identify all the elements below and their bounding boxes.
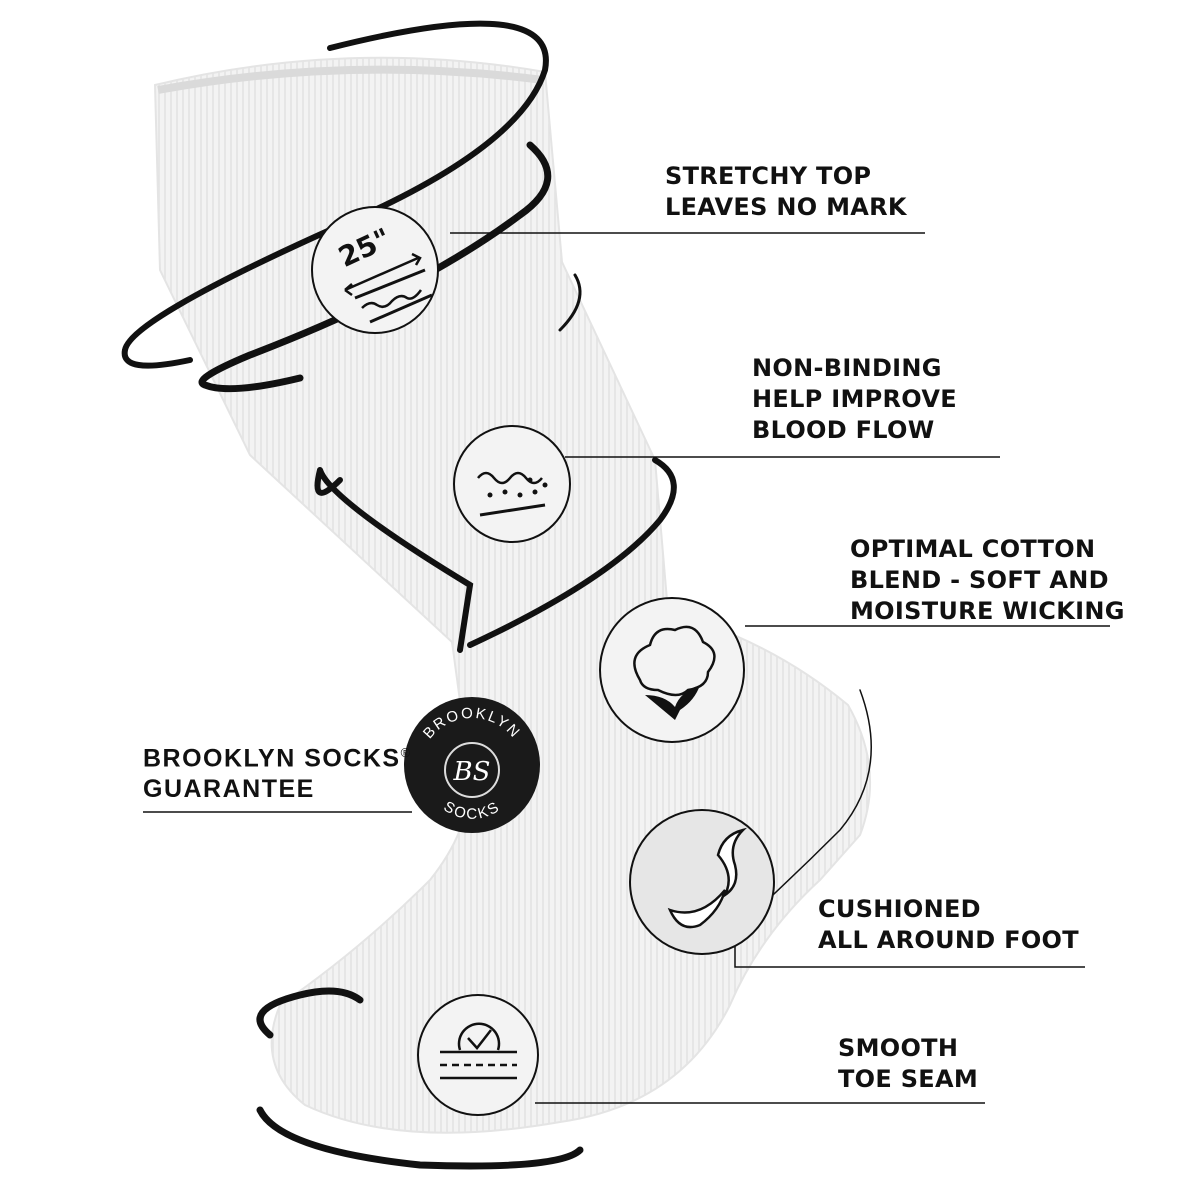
feature-cushioned: CUSHIONED ALL AROUND FOOT [818, 894, 1079, 956]
stretch-25-inch-icon: 25" [311, 206, 439, 334]
feature-line: HELP IMPROVE [752, 385, 957, 413]
smooth-seam-check-icon [417, 994, 539, 1116]
feature-line: CUSHIONED [818, 895, 981, 923]
cushion-icon [629, 809, 775, 955]
feature-stretchy-top: STRETCHY TOP LEAVES NO MARK [665, 161, 907, 223]
feature-line: LEAVES NO MARK [665, 193, 907, 221]
feature-line: TOE SEAM [838, 1065, 979, 1093]
logo-monogram: BS [453, 757, 491, 787]
feature-non-binding: NON-BINDING HELP IMPROVE BLOOD FLOW [752, 353, 957, 446]
callout-lines [143, 232, 1110, 1104]
feature-line: SMOOTH [838, 1034, 959, 1062]
guarantee-label: BROOKLYN SOCKS® GUARANTEE [143, 737, 412, 805]
feature-line: BLEND - SOFT AND [850, 566, 1109, 594]
circulation-wave-icon [453, 425, 571, 543]
trademark: ® [400, 745, 412, 760]
feature-line: OPTIMAL COTTON [850, 535, 1096, 563]
feature-line: BLOOD FLOW [752, 416, 935, 444]
feature-line: NON-BINDING [752, 354, 942, 382]
cotton-flower-icon [599, 597, 745, 743]
guarantee-line: GUARANTEE [143, 775, 315, 804]
feature-cotton-blend: OPTIMAL COTTON BLEND - SOFT AND MOISTURE… [850, 534, 1125, 627]
motion-rings [121, 20, 872, 1170]
feature-line: STRETCHY TOP [665, 162, 872, 190]
feature-line: ALL AROUND FOOT [818, 926, 1079, 954]
feature-toe-seam: SMOOTH TOE SEAM [838, 1033, 978, 1095]
brooklyn-socks-logo: BROOKLYN SOCKS BS [404, 697, 540, 833]
feature-line: MOISTURE WICKING [850, 597, 1125, 625]
guarantee-line: BROOKLYN SOCKS [143, 744, 401, 773]
